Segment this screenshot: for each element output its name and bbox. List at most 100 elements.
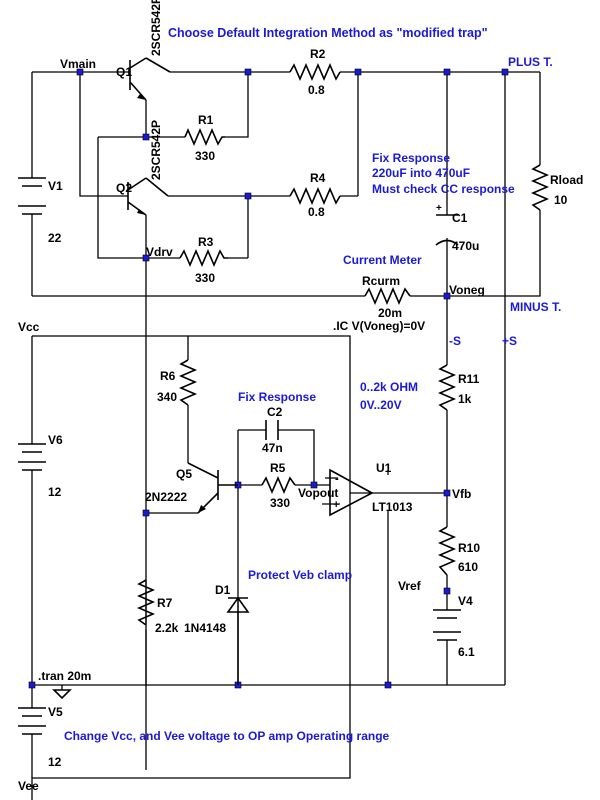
note-change: Change Vcc, and Vee voltage to OP amp Op… [64, 729, 390, 743]
junction [76, 68, 84, 76]
junction [142, 509, 150, 517]
net-vfb: Vfb [452, 487, 471, 501]
net-vmain: Vmain [60, 57, 96, 71]
u1-name: U1 [376, 461, 392, 475]
r3-value: 330 [195, 271, 215, 285]
r4-resistor [289, 186, 341, 206]
ground-icon [52, 685, 72, 700]
net-vref: Vref [398, 579, 422, 593]
note-range1: 0..2k OHM [360, 380, 418, 394]
r5-value: 330 [270, 496, 290, 510]
note-range2: 0V..20V [360, 398, 402, 412]
svg-text:+: + [333, 499, 339, 511]
r6-resistor [178, 359, 198, 406]
net-plus-s: +S [502, 334, 517, 348]
net-plus-t: PLUS T. [508, 55, 553, 69]
v6-value: 12 [48, 485, 62, 499]
junction [310, 481, 318, 489]
junction [443, 68, 451, 76]
r6-name: R6 [160, 369, 176, 383]
r3-name: R3 [198, 235, 214, 249]
note-integration: Choose Default Integration Method as "mo… [168, 26, 488, 40]
c2-capacitor [265, 420, 279, 440]
r2-resistor [289, 62, 341, 82]
q1-model: 2SCR542P [149, 0, 163, 56]
junction [244, 192, 252, 200]
q2-transistor [127, 177, 169, 216]
r4-name: R4 [310, 171, 326, 185]
q1-name: Q1 [116, 65, 132, 79]
v1-value: 22 [48, 231, 62, 245]
r1-value: 330 [195, 149, 215, 163]
rcurm-value: 20m [378, 306, 402, 320]
net-minus-t: MINUS T. [510, 300, 561, 314]
q5-transistor [187, 462, 238, 514]
r5-name: R5 [270, 461, 286, 475]
r1-name: R1 [198, 113, 214, 127]
junction [443, 292, 451, 300]
note-protect: Protect Veb clamp [248, 568, 352, 582]
r11-value: 1k [458, 392, 472, 406]
c1-value: 470u [452, 239, 479, 253]
junction [443, 489, 451, 497]
v6-name: V6 [48, 433, 63, 447]
note-fix-response-1b: 220uF into 470uF [372, 166, 470, 180]
note-fix-response-2: Fix Response [238, 390, 316, 404]
junction [28, 681, 36, 689]
v4-name: V4 [458, 594, 473, 608]
c2-value: 47n [262, 441, 283, 455]
labels: Choose Default Integration Method as "mo… [18, 0, 583, 793]
r3-resistor [179, 248, 228, 268]
q5-model: 2N2222 [145, 490, 187, 504]
r5-resistor [261, 475, 296, 495]
q1-transistor [129, 57, 171, 101]
rload-value: 10 [554, 193, 568, 207]
net-voneg: Voneg [449, 283, 485, 297]
note-fix-response-1c: Must check CC response [372, 182, 515, 196]
r10-name: R10 [458, 541, 480, 555]
junction [501, 68, 509, 76]
r10-value: 610 [458, 560, 478, 574]
d1-diode [226, 596, 250, 685]
r7-resistor [136, 579, 156, 626]
junction [354, 68, 362, 76]
junction [142, 133, 150, 141]
r1-resistor [184, 127, 225, 147]
v4-battery [433, 609, 461, 652]
u1-opamp: - + [329, 468, 374, 517]
r11-name: R11 [458, 372, 480, 386]
net-vcc: Vcc [18, 320, 40, 334]
v5-value: 12 [48, 755, 62, 769]
r7-name: R7 [157, 596, 173, 610]
v5-name: V5 [48, 705, 63, 719]
junction [443, 587, 451, 595]
junction [244, 68, 252, 76]
net-vee: Vee [18, 779, 39, 793]
net-vopout: Vopout [298, 486, 338, 500]
note-ic: .IC V(Voneg)=0V [333, 319, 425, 333]
svg-text:-: - [335, 473, 339, 485]
wires [31, 71, 541, 800]
v6-battery [18, 443, 46, 474]
v1-battery [18, 177, 46, 222]
r4-value: 0.8 [308, 205, 325, 219]
junction [384, 681, 392, 689]
r2-name: R2 [310, 47, 326, 61]
r7-value: 2.2k [155, 621, 179, 635]
r11-resistor [437, 364, 457, 411]
q2-name: Q2 [116, 181, 132, 195]
r10-resistor [437, 526, 457, 576]
net-vdrv: Vdrv [146, 245, 173, 259]
v1-name: V1 [48, 179, 63, 193]
v4-value: 6.1 [458, 645, 475, 659]
svg-text:+: + [436, 203, 442, 214]
v5-battery [18, 707, 46, 738]
rcurm-resistor [364, 286, 411, 306]
rload-name: Rload [550, 173, 583, 187]
note-fix-response-1: Fix Response [372, 151, 450, 165]
c1-name: C1 [452, 211, 468, 225]
r2-value: 0.8 [308, 83, 325, 97]
junction [142, 254, 150, 262]
d1-name: D1 [215, 583, 231, 597]
